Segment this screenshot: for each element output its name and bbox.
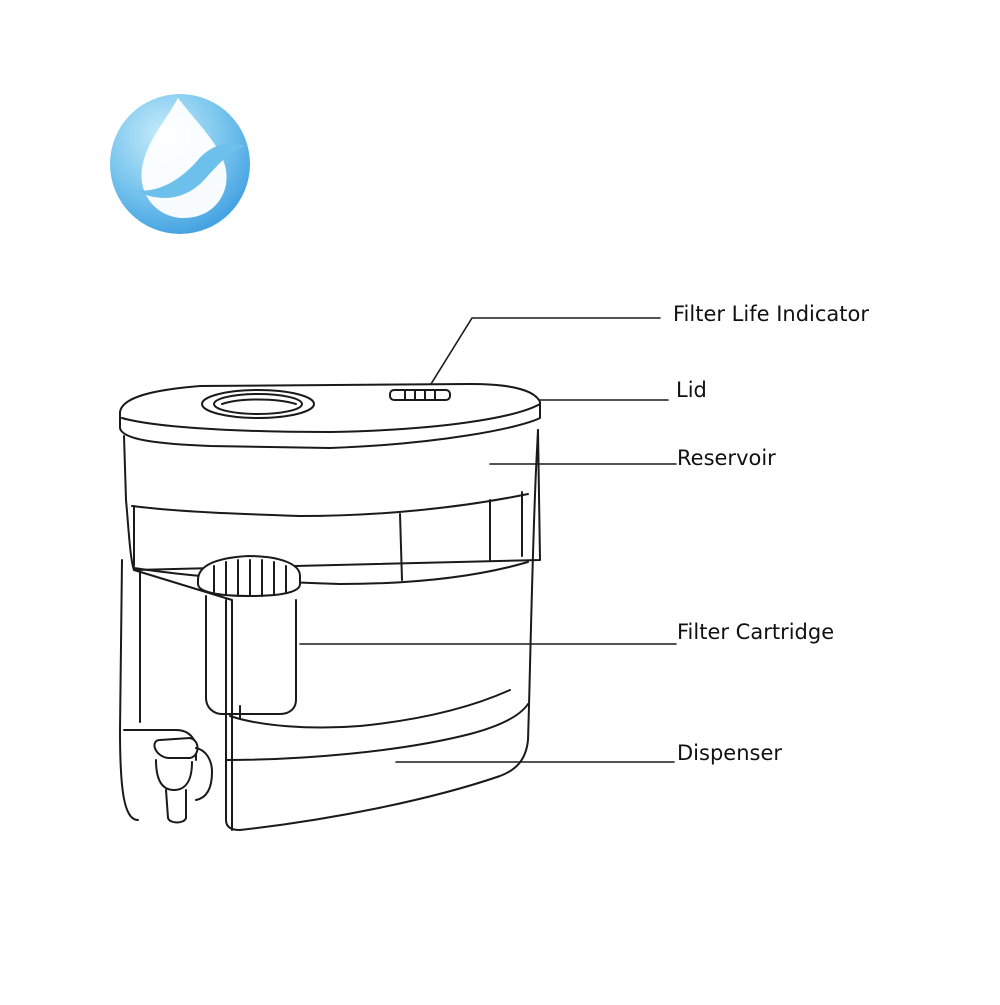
spigot-shape <box>123 729 213 824</box>
water-drop-logo-icon <box>110 94 250 234</box>
label-filter-cartridge: Filter Cartridge <box>677 620 835 644</box>
reservoir-shape <box>123 429 541 585</box>
water-dispenser-drawing <box>119 317 677 831</box>
filter-cartridge-shape <box>197 555 301 719</box>
leader-filter-life <box>430 317 661 385</box>
label-dispenser: Dispenser <box>677 741 782 765</box>
dispenser-body-shape <box>119 429 539 831</box>
lid-shape <box>119 383 541 449</box>
label-reservoir: Reservoir <box>677 446 776 470</box>
label-lid: Lid <box>676 378 707 402</box>
label-filter-life-indicator: Filter Life Indicator <box>673 302 870 326</box>
leader-lines <box>299 317 677 763</box>
